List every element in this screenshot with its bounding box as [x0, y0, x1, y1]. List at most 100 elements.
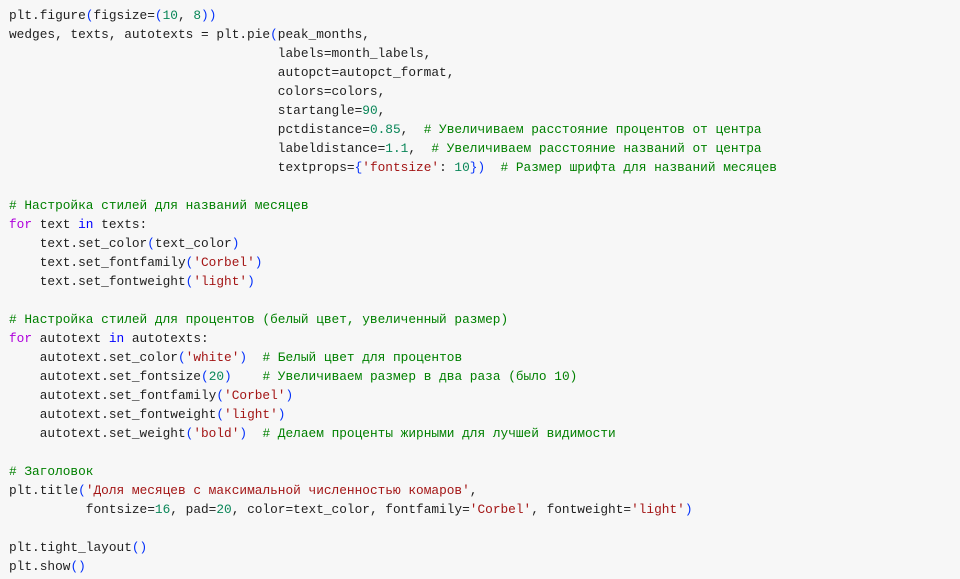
code-line: colors=colors,	[9, 82, 777, 101]
code-line: plt.figure(figsize=(10, 8))	[9, 6, 777, 25]
code-token	[485, 160, 500, 175]
code-token: ,	[469, 483, 478, 498]
code-token: )	[254, 255, 263, 270]
code-token: 0.85	[369, 122, 401, 137]
code-token: for	[9, 331, 33, 346]
code-token: textprops=	[9, 160, 355, 175]
code-token: 16	[154, 502, 171, 517]
code-line: textprops={'fontsize': 10}) # Размер шри…	[9, 158, 777, 177]
code-token: , pad=	[170, 502, 217, 517]
code-line: pctdistance=0.85, # Увеличиваем расстоян…	[9, 120, 777, 139]
code-token: (	[185, 426, 194, 441]
code-cell-editor[interactable]: plt.figure(figsize=(10, 8))wedges, texts…	[9, 6, 777, 576]
code-token: autotext.set_fontweight	[9, 407, 217, 422]
code-token: 'light'	[224, 407, 278, 422]
code-token: })	[469, 160, 486, 175]
code-token: # Увеличиваем расстояние названий от цен…	[431, 141, 762, 156]
code-token: # Белый цвет для процентов	[262, 350, 463, 365]
code-token: 'white'	[185, 350, 240, 365]
code-token: ,	[400, 122, 424, 137]
code-token: pctdistance=	[9, 122, 370, 137]
code-token: (	[177, 350, 186, 365]
code-token: )	[684, 502, 693, 517]
code-token: # Заголовок	[9, 464, 94, 479]
code-line: wedges, texts, autotexts = plt.pie(peak_…	[9, 25, 777, 44]
code-token: texts:	[93, 217, 148, 232]
code-token	[247, 350, 262, 365]
code-line: autotext.set_fontweight('light')	[9, 405, 777, 424]
code-token: (	[216, 388, 225, 403]
code-line: autotext.set_color('white') # Белый цвет…	[9, 348, 777, 367]
code-token: autotext.set_fontsize	[9, 369, 201, 384]
code-token: 'light'	[193, 274, 248, 289]
code-token: in	[108, 331, 125, 346]
code-token: (	[201, 369, 209, 384]
code-token: , color=text_color, fontfamily=	[231, 502, 470, 517]
code-line: labeldistance=1.1, # Увеличиваем расстоя…	[9, 139, 777, 158]
code-token: 10	[454, 160, 470, 175]
code-token: (	[154, 8, 163, 23]
code-token: labeldistance=	[9, 141, 386, 156]
code-token: 10	[162, 8, 178, 23]
code-line: labels=month_labels,	[9, 44, 777, 63]
code-token: text.set_fontfamily	[9, 255, 186, 270]
code-line: autotext.set_fontfamily('Corbel')	[9, 386, 777, 405]
code-token: )	[285, 388, 294, 403]
code-token: autotext.set_color	[9, 350, 178, 365]
code-token	[247, 426, 262, 441]
code-token: 'bold'	[193, 426, 240, 441]
code-token: colors=colors,	[9, 84, 386, 99]
code-token: )	[231, 236, 240, 251]
code-token: autotext	[32, 331, 109, 346]
code-token: plt.tight_layout	[9, 540, 132, 555]
code-token: (	[270, 27, 278, 42]
code-line	[9, 177, 777, 196]
code-token: ,	[377, 103, 386, 118]
code-line: startangle=90,	[9, 101, 777, 120]
code-line: plt.tight_layout()	[9, 538, 777, 557]
code-token: )	[247, 274, 255, 289]
code-token: 'fontsize'	[362, 160, 440, 175]
code-token: 'Доля месяцев с максимальной численность…	[85, 483, 470, 498]
code-token: (	[78, 483, 86, 498]
code-token: text.set_fontweight	[9, 274, 186, 289]
code-token: plt.title	[9, 483, 79, 498]
code-token: 20	[216, 502, 232, 517]
code-token: :	[439, 160, 455, 175]
code-token: ()	[131, 540, 148, 555]
code-token: 'Corbel'	[224, 388, 286, 403]
code-token: ()	[70, 559, 86, 574]
code-line: # Заголовок	[9, 462, 777, 481]
code-line: text.set_fontweight('light')	[9, 272, 777, 291]
code-token: # Настройка стилей для процентов (белый …	[9, 312, 509, 327]
code-token: 'Corbel'	[469, 502, 532, 517]
code-token: ))	[201, 8, 217, 23]
code-token: in	[78, 217, 94, 232]
code-token: # Размер шрифта для названий месяцев	[500, 160, 777, 175]
code-token: autopct=autopct_format,	[9, 65, 455, 80]
code-token: peak_months,	[277, 27, 370, 42]
code-token: ,	[408, 141, 432, 156]
code-line	[9, 291, 777, 310]
code-token: # Настройка стилей для названий месяцев	[9, 198, 309, 213]
code-token: )	[239, 426, 248, 441]
code-token: (	[147, 236, 155, 251]
code-line: autotext.set_weight('bold') # Делаем про…	[9, 424, 777, 443]
code-token: figsize=	[93, 8, 155, 23]
code-token: text	[32, 217, 79, 232]
code-token: startangle=	[9, 103, 363, 118]
code-line: fontsize=16, pad=20, color=text_color, f…	[9, 500, 777, 519]
code-token: autotext.set_weight	[9, 426, 186, 441]
code-line: text.set_fontfamily('Corbel')	[9, 253, 777, 272]
code-token	[232, 369, 263, 384]
code-token: )	[224, 369, 232, 384]
code-token: autotexts:	[124, 331, 209, 346]
code-token: , fontweight=	[531, 502, 632, 517]
code-token: {	[354, 160, 363, 175]
code-token: plt.figure	[9, 8, 86, 23]
code-token: 'Corbel'	[193, 255, 255, 270]
code-token: ,	[177, 8, 194, 23]
code-token: for	[9, 217, 33, 232]
code-token: # Увеличиваем расстояние процентов от це…	[423, 122, 762, 137]
code-token: 90	[362, 103, 378, 118]
